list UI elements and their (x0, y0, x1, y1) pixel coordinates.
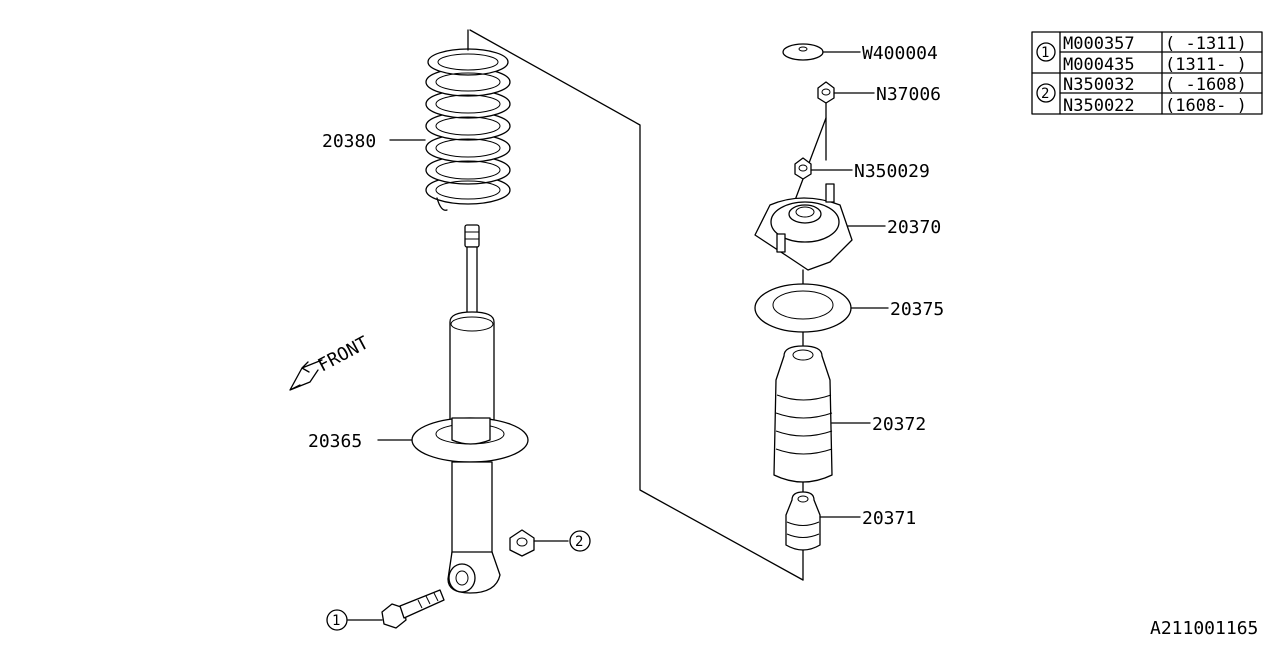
callout-w400004: W400004 (862, 43, 938, 64)
lower-bolt[interactable] (381, 589, 445, 629)
drawing-code: A211001165 (1150, 618, 1258, 639)
callout-n350029: N350029 (854, 161, 930, 182)
callout-n37006: N37006 (876, 84, 941, 105)
parts-table: 1 2 M000357 ( -1311) M000435 (1311- ) N3… (1031, 31, 1263, 116)
spring-seat[interactable] (754, 283, 852, 333)
table-range-row-4: (1608- ) (1165, 96, 1247, 116)
front-label: FRONT (314, 332, 372, 376)
ref-marker-2: 2 (569, 530, 591, 552)
dust-boot[interactable] (773, 345, 833, 483)
table-part-row-1: M000357 (1063, 34, 1135, 54)
ref-marker-1: 1 (326, 609, 348, 631)
top-nut[interactable] (817, 81, 835, 104)
callout-20375: 20375 (890, 299, 944, 320)
strut-mount[interactable] (754, 183, 853, 271)
svg-text:1: 1 (332, 613, 340, 629)
callout-20365: 20365 (308, 431, 362, 452)
bump-stop[interactable] (785, 491, 821, 551)
lower-nut[interactable] (509, 529, 535, 557)
top-cap[interactable] (782, 43, 824, 61)
table-part-row-2: M000435 (1063, 55, 1135, 75)
callout-20372: 20372 (872, 414, 926, 435)
table-range-row-1: ( -1311) (1165, 34, 1247, 54)
table-part-row-3: N350032 (1063, 75, 1135, 95)
coil-spring[interactable] (425, 29, 511, 211)
table-ref-1: 1 (1041, 45, 1049, 61)
callout-20371: 20371 (862, 508, 916, 529)
table-part-row-4: N350022 (1063, 96, 1135, 116)
front-direction-arrow: FRONT (289, 332, 372, 391)
table-ref-2: 2 (1041, 86, 1049, 102)
svg-text:2: 2 (575, 534, 583, 550)
mount-nut[interactable] (794, 157, 812, 180)
callout-20370: 20370 (887, 217, 941, 238)
assembly-bracket-lines (469, 29, 804, 581)
callout-20380: 20380 (322, 131, 376, 152)
table-range-row-2: (1311- ) (1165, 55, 1247, 75)
table-range-row-3: ( -1608) (1165, 75, 1247, 95)
shock-absorber[interactable] (411, 224, 529, 594)
